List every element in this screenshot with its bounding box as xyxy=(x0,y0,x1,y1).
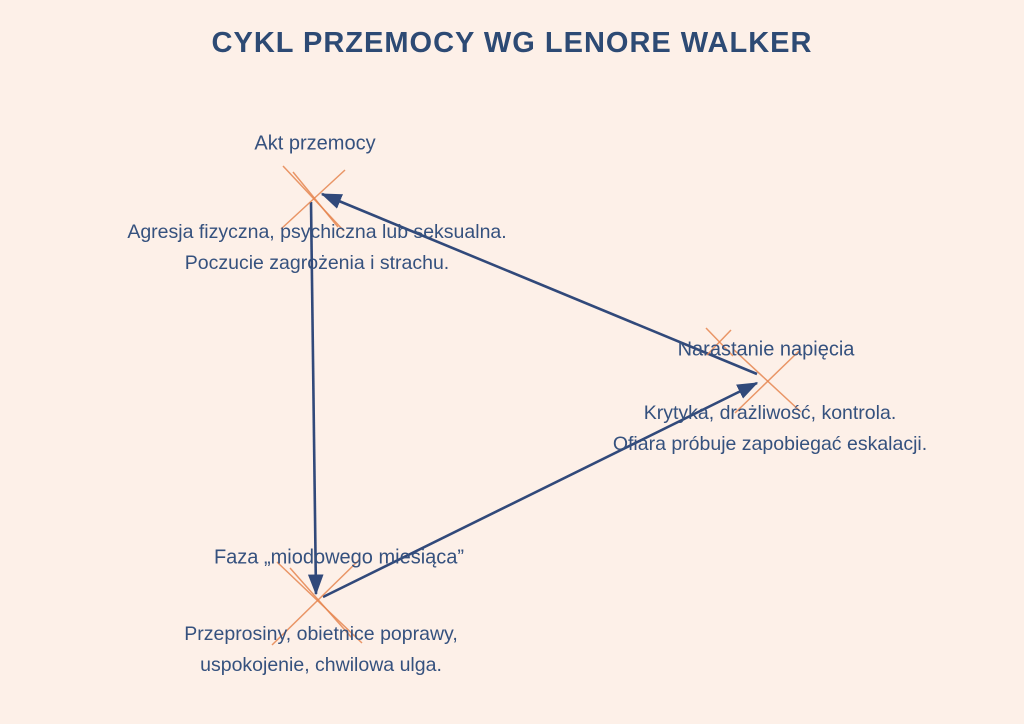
desc-line: Ofiara próbuje zapobiegać eskalacji. xyxy=(612,433,928,455)
node-desc-akt-przemocy: Agresja fizyczna, psychiczna lub seksual… xyxy=(127,217,506,279)
desc-line: Agresja fizyczna, psychiczna lub seksual… xyxy=(127,221,507,243)
desc-line: Krytyka, drażliwość, kontrola. xyxy=(643,402,897,424)
node-label-akt-przemocy: Akt przemocy xyxy=(254,132,376,155)
node-desc-narastanie-napiecia: Krytyka, drażliwość, kontrola. Ofiara pr… xyxy=(613,398,927,460)
node-desc-faza-miodowego-miesiaca: Przeprosiny, obietnice poprawy, uspokoje… xyxy=(184,619,458,681)
node-label-narastanie-napiecia: Narastanie napięcia xyxy=(677,338,855,361)
desc-line: uspokojenie, chwilowa ulga. xyxy=(200,654,442,676)
desc-line: Poczucie zagrożenia i strachu. xyxy=(184,252,450,274)
diagram-title: CYKL PRZEMOCY WG LENORE WALKER xyxy=(211,27,813,59)
node-label-faza-miodowego-miesiaca: Faza „miodowego miesiąca” xyxy=(213,546,465,569)
desc-line: Przeprosiny, obietnice poprawy, xyxy=(184,623,458,645)
